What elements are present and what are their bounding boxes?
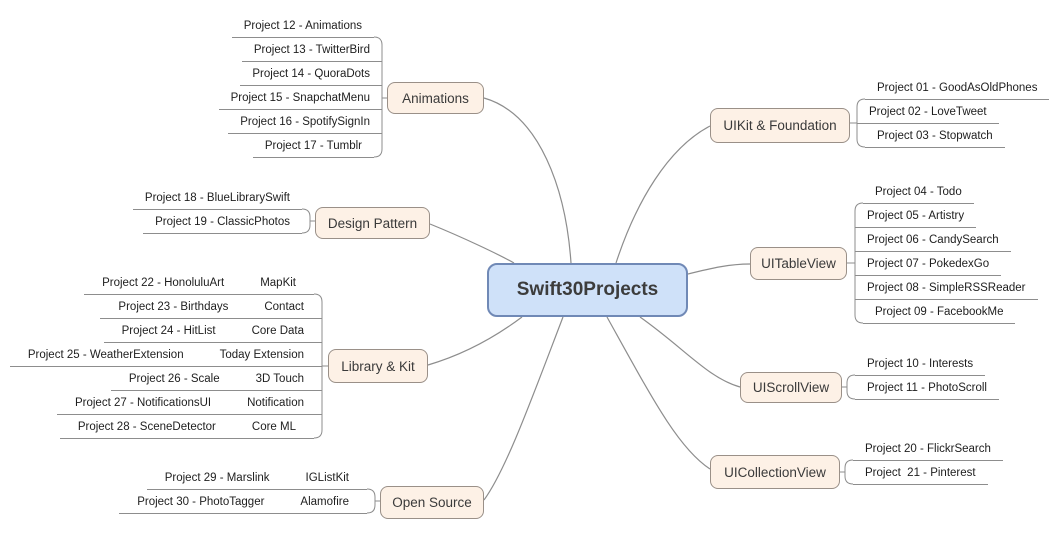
subtopic-label: Project 02 - LoveTweet [869, 105, 987, 118]
subtopic-label: Project 30 - PhotoTagger [137, 495, 265, 508]
subtopic-project-30[interactable]: Project 30 - PhotoTagger Alamofire [119, 490, 367, 514]
bracket-animations [373, 36, 387, 158]
subtopic-project-08[interactable]: Project 08 - SimpleRSSReader [855, 276, 1038, 300]
subtopic-label: Project 20 - FlickrSearch [865, 442, 991, 455]
subtopic-label: Project 29 - Marslink [164, 471, 270, 484]
branch-curve-uicollectionview [606, 316, 711, 470]
branch-curve-uikit-foundation [615, 125, 711, 264]
topic-uitableview[interactable]: UITableView [750, 247, 847, 280]
branch-curve-library-kit [427, 316, 523, 366]
subtopic-project-20[interactable]: Project 20 - FlickrSearch [853, 437, 1003, 461]
subtopic-label: Project 11 - PhotoScroll [867, 381, 987, 394]
topic-library-kit[interactable]: Library & Kit [328, 349, 428, 383]
topic-animations[interactable]: Animations [387, 82, 484, 114]
kit-label[interactable]: Contact [264, 300, 304, 313]
subtopic-project-26[interactable]: Project 26 - Scale 3D Touch [110, 367, 322, 391]
kit-label[interactable]: Core ML [251, 420, 296, 433]
branch-curve-uiscrollview [639, 316, 741, 388]
subtopic-label: Project 23 - Birthdays [118, 300, 229, 313]
kit-label[interactable]: Alamofire [300, 495, 349, 508]
kit-label[interactable]: Core Data [251, 324, 304, 337]
subtopic-project-16[interactable]: Project 16 - SpotifySignIn [228, 110, 382, 134]
subtopic-project-07[interactable]: Project 07 - PokedexGo [855, 252, 1002, 276]
branch-curve-animations [483, 97, 572, 264]
subtopic-project-19[interactable]: Project 19 - ClassicPhotos [143, 210, 302, 234]
topic-uicollectionview[interactable]: UICollectionView [710, 455, 840, 489]
subtopic-label: Project 26 - Scale [128, 372, 220, 385]
subtopic-project-18[interactable]: Project 18 - BlueLibrarySwift [132, 186, 302, 210]
subtopic-project-15[interactable]: Project 15 - SnapchatMenu [218, 86, 382, 110]
central-topic[interactable]: Swift30Projects [487, 263, 688, 317]
subtopic-project-11[interactable]: Project 11 - PhotoScroll [855, 376, 999, 400]
subtopic-project-02[interactable]: Project 02 - LoveTweet [857, 100, 999, 124]
subtopic-project-21[interactable]: Project 21 - Pinterest [853, 461, 988, 485]
subtopic-project-13[interactable]: Project 13 - TwitterBird [241, 38, 382, 62]
subtopic-label: Project 03 - Stopwatch [877, 129, 993, 142]
subtopic-label: Project 24 - HitList [121, 324, 216, 337]
kit-label[interactable]: Today Extension [219, 348, 304, 361]
bracket-uiscrollview [842, 374, 856, 400]
topic-design-pattern[interactable]: Design Pattern [315, 207, 430, 239]
bracket-uicollectionview [840, 459, 854, 485]
subtopic-label: Project 25 - WeatherExtension [27, 348, 184, 361]
bracket-design-pattern [301, 208, 315, 234]
topic-uikit-foundation[interactable]: UIKit & Foundation [710, 108, 850, 143]
subtopic-project-24[interactable]: Project 24 - HitList Core Data [103, 319, 322, 343]
bracket-library-kit [313, 293, 328, 439]
subtopic-project-17[interactable]: Project 17 - Tumblr [252, 134, 374, 158]
subtopic-label: Project 09 - FacebookMe [875, 305, 1004, 318]
bracket-uitableview [847, 202, 864, 324]
subtopic-label: Project 01 - GoodAsOldPhones [877, 81, 1038, 94]
subtopic-project-25[interactable]: Project 25 - WeatherExtension Today Exten… [9, 343, 322, 367]
subtopic-project-22[interactable]: Project 22 - HonoluluArt MapKit [84, 271, 314, 295]
subtopic-project-10[interactable]: Project 10 - Interests [855, 352, 986, 376]
subtopic-label: Project 15 - SnapchatMenu [230, 91, 370, 104]
subtopic-label: Project 12 - Animations [243, 19, 362, 32]
subtopic-project-28[interactable]: Project 28 - SceneDetector Core ML [59, 415, 314, 439]
subtopic-project-27[interactable]: Project 27 - NotificationsUI Notification [56, 391, 322, 415]
kit-label[interactable]: MapKit [260, 276, 296, 289]
kit-label[interactable]: IGListKit [305, 471, 349, 484]
subtopic-project-05[interactable]: Project 05 - Artistry [855, 204, 977, 228]
subtopic-label: Project 17 - Tumblr [264, 139, 362, 152]
subtopic-label: Project 10 - Interests [867, 357, 974, 370]
subtopic-project-01[interactable]: Project 01 - GoodAsOldPhones [865, 76, 1050, 100]
subtopic-label: Project 27 - NotificationsUI [74, 396, 212, 409]
subtopic-label: Project 13 - TwitterBird [253, 43, 370, 56]
subtopic-label: Project 06 - CandySearch [867, 233, 999, 246]
subtopic-project-12[interactable]: Project 12 - Animations [231, 14, 374, 38]
subtopic-project-04[interactable]: Project 04 - Todo [863, 180, 974, 204]
subtopic-project-09[interactable]: Project 09 - FacebookMe [863, 300, 1016, 324]
branch-curve-design-pattern [429, 223, 515, 264]
subtopic-project-06[interactable]: Project 06 - CandySearch [855, 228, 1011, 252]
subtopic-project-23[interactable]: Project 23 - Birthdays Contact [100, 295, 322, 319]
subtopic-label: Project 19 - ClassicPhotos [155, 215, 290, 228]
subtopic-label: Project 18 - BlueLibrarySwift [144, 191, 290, 204]
subtopic-label: Project 14 - QuoraDots [252, 67, 370, 80]
kit-label[interactable]: 3D Touch [255, 372, 304, 385]
subtopic-label: Project 05 - Artistry [867, 209, 965, 222]
subtopic-label: Project 07 - PokedexGo [867, 257, 990, 270]
subtopic-label: Project 08 - SimpleRSSReader [867, 281, 1026, 294]
subtopic-label: Project 28 - SceneDetector [77, 420, 216, 433]
branch-curve-open-source [483, 316, 564, 501]
subtopic-project-14[interactable]: Project 14 - QuoraDots [240, 62, 382, 86]
subtopic-label: Project 04 - Todo [875, 185, 962, 198]
bracket-open-source [366, 488, 380, 514]
subtopic-project-03[interactable]: Project 03 - Stopwatch [865, 124, 1005, 148]
kit-label[interactable]: Notification [247, 396, 304, 409]
branch-curve-uitableview [687, 263, 751, 275]
subtopic-project-29[interactable]: Project 29 - Marslink IGListKit [146, 466, 367, 490]
topic-open-source[interactable]: Open Source [380, 486, 484, 519]
topic-uiscrollview[interactable]: UIScrollView [740, 372, 842, 403]
subtopic-label: Project 21 - Pinterest [865, 466, 976, 479]
subtopic-label: Project 22 - HonoluluArt [102, 276, 225, 289]
subtopic-label: Project 16 - SpotifySignIn [240, 115, 370, 128]
